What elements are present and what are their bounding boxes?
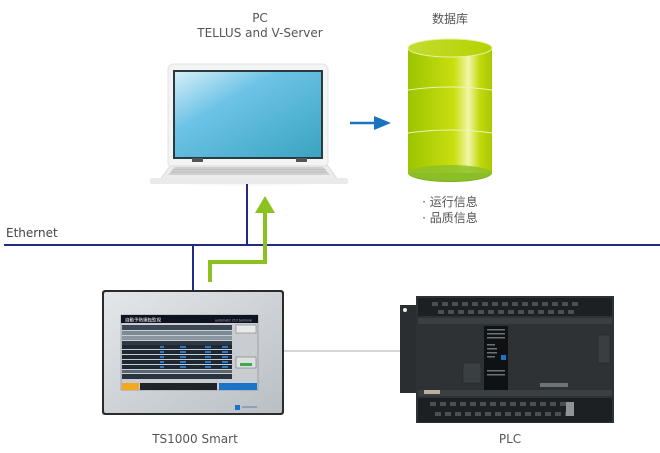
database-item-operation-info: · 运行信息 xyxy=(422,195,478,209)
plc-label: PLC xyxy=(498,432,522,446)
database-cylinder-icon xyxy=(407,38,493,182)
data-flow-arrow-to-database xyxy=(350,116,391,130)
hmi-screen-brand: automatic Ctrl terminal xyxy=(215,319,252,323)
laptop-screen xyxy=(175,72,321,157)
database-item-quality-info: · 品质信息 xyxy=(422,211,478,225)
data-flow-arrow-to-pc xyxy=(208,196,275,282)
hmi-label: TS1000 Smart xyxy=(152,432,238,446)
ethernet-label: Ethernet xyxy=(6,226,58,240)
database-title: 数据库 xyxy=(431,12,468,26)
plc-device-icon xyxy=(400,296,614,423)
pc-title: PC xyxy=(252,11,268,25)
pc-subtitle: TELLUS and V-Server xyxy=(197,26,323,40)
hmi-device-icon: 自動予熱運転監視 automatic Ctrl terminal xyxy=(102,290,284,415)
laptop-icon xyxy=(133,63,363,188)
hmi-screen-title: 自動予熱運転監視 xyxy=(125,317,161,324)
